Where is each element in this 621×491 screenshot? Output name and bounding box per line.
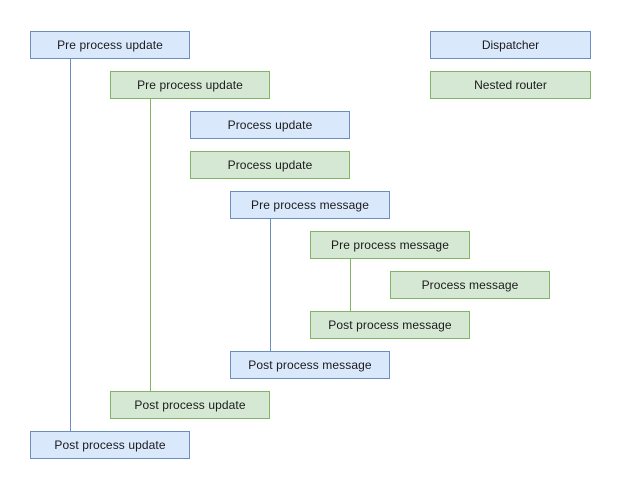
edge-pre-process-update-to-post-process-update-dispatcher (70, 59, 71, 431)
node-pre-process-message-router[interactable]: Pre process message (310, 231, 470, 259)
edge-pre-process-message-to-post-process-message-router (350, 259, 351, 311)
legend-item-nested-router[interactable]: Nested router (430, 71, 591, 99)
node-post-process-update-dispatcher[interactable]: Post process update (30, 431, 190, 459)
node-post-process-message-dispatcher[interactable]: Post process message (230, 351, 390, 379)
node-pre-process-message-dispatcher[interactable]: Pre process message (230, 191, 390, 219)
edge-pre-process-update-to-post-process-update-router (150, 99, 151, 391)
node-process-update-router[interactable]: Process update (190, 151, 350, 179)
node-process-message-router[interactable]: Process message (390, 271, 550, 299)
node-process-update-dispatcher[interactable]: Process update (190, 111, 350, 139)
node-pre-process-update-router[interactable]: Pre process update (110, 71, 270, 99)
node-post-process-message-router[interactable]: Post process message (310, 311, 470, 339)
legend-item-dispatcher[interactable]: Dispatcher (430, 31, 591, 59)
edge-pre-process-message-to-post-process-message-dispatcher (270, 219, 271, 351)
node-post-process-update-router[interactable]: Post process update (110, 391, 270, 419)
node-pre-process-update-dispatcher[interactable]: Pre process update (30, 31, 190, 59)
